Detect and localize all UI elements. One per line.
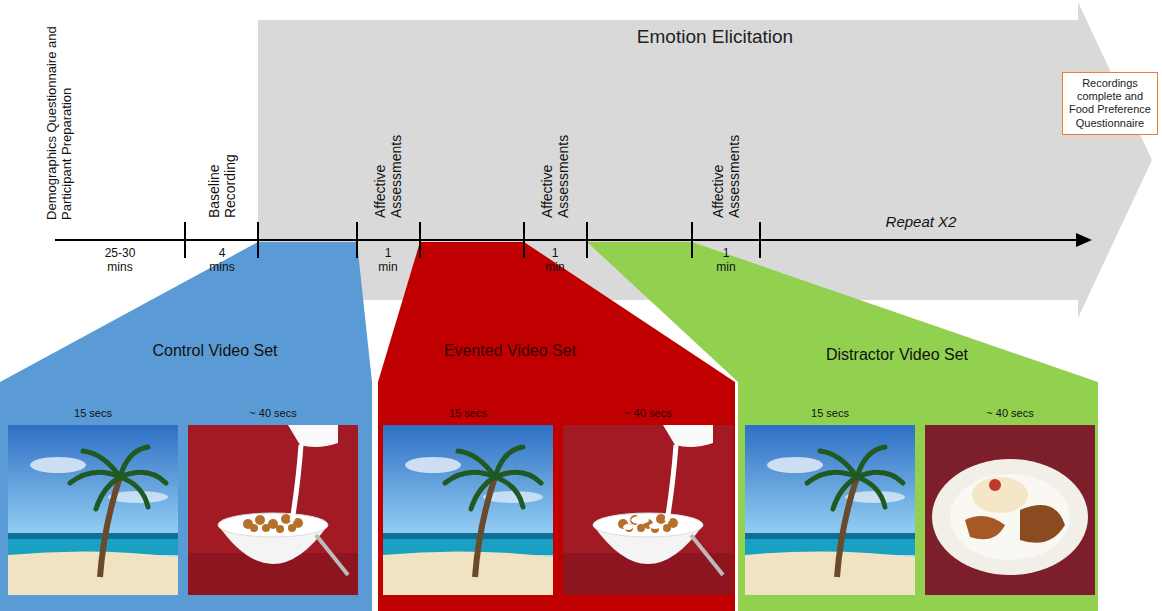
beach-image [383, 425, 553, 595]
duration-label: 4 mins [207, 247, 237, 275]
text-slot: Affective Assessments [505, 152, 605, 184]
duration-note: ~ 40 secs [233, 407, 313, 420]
text-slot: ~ 40 secs [233, 407, 313, 420]
event-specks [623, 516, 661, 530]
panel-title: Distractor Video Set [797, 346, 997, 364]
duration-label: 25-30 mins [98, 247, 142, 275]
text-slot: Affective Assessments [338, 152, 438, 184]
beach-image [745, 425, 915, 595]
video-set-panel-fill [587, 242, 1098, 611]
phase-label: Affective Assessments [710, 118, 742, 218]
video-set-panel-shape [587, 242, 1100, 611]
meal-image [925, 425, 1095, 595]
text-slot: 1 min [714, 247, 738, 275]
text-slot: 25-30 mins [98, 247, 142, 275]
panel-title: Control Video Set [115, 342, 315, 360]
duration-label: 1 min [543, 247, 567, 275]
video-set-panel-shape [375, 242, 736, 611]
text-slot: Repeat X2 [871, 213, 971, 230]
beach-image [8, 425, 178, 595]
video-set-panel: Distractor Video Set 15 secs ~ 40 secs [587, 242, 1100, 611]
phase-label: Demographics Questionnaire and Participa… [45, 10, 75, 220]
phase-label: Baseline Recording [206, 138, 238, 218]
duration-note: 15 secs [53, 407, 133, 420]
text-slot: Distractor Video Set [797, 346, 997, 364]
text-slot: Emotion Elicitation [565, 26, 865, 48]
duration-note: ~ 40 secs [608, 407, 688, 420]
timeline-ticks [185, 222, 760, 258]
duration-label: 1 min [714, 247, 738, 275]
repeat-note: Repeat X2 [871, 213, 971, 230]
video-set-panel-fill [0, 242, 372, 611]
text-slot: Evented Video Set [410, 342, 610, 360]
text-slot: Baseline Recording [182, 162, 262, 194]
phase-label: Affective Assessments [372, 118, 404, 218]
band-title: Emotion Elicitation [565, 26, 865, 48]
text-slot: 1 min [543, 247, 567, 275]
text-slot: 15 secs [790, 407, 870, 420]
end-box: Recordings complete and Food Preference … [1062, 72, 1158, 135]
video-set-panel-shape [0, 242, 373, 611]
duration-label: 1 min [376, 247, 400, 275]
text-slot: ~ 40 secs [970, 407, 1050, 420]
panel-title: Evented Video Set [410, 342, 610, 360]
emotion-arrow-band-fill [258, 2, 1152, 318]
video-set-panel: Evented Video Set 15 secs ~ 40 secs [375, 242, 736, 611]
phase-label: Affective Assessments [539, 118, 571, 218]
cereal-image [563, 425, 733, 595]
text-slot: Affective Assessments [676, 152, 776, 184]
duration-note: ~ 40 secs [970, 407, 1050, 420]
text-slot: 4 mins [207, 247, 237, 275]
text-slot: 1 min [376, 247, 400, 275]
cereal-image [188, 425, 358, 595]
text-slot: 15 secs [53, 407, 133, 420]
text-slot: ~ 40 secs [608, 407, 688, 420]
timeline-line [55, 239, 1078, 241]
box-text: Recordings complete and Food Preference … [1066, 77, 1154, 130]
timeline-arrowhead [1076, 233, 1092, 247]
video-set-panel: Control Video Set 15 secs ~ 40 secs [0, 242, 373, 611]
text-slot: 15 secs [428, 407, 508, 420]
text-slot: Control Video Set [115, 342, 315, 360]
duration-note: 15 secs [790, 407, 870, 420]
duration-note: 15 secs [428, 407, 508, 420]
video-set-panel-fill [378, 242, 735, 611]
text-slot: Demographics Questionnaire and Participa… [0, 100, 165, 130]
